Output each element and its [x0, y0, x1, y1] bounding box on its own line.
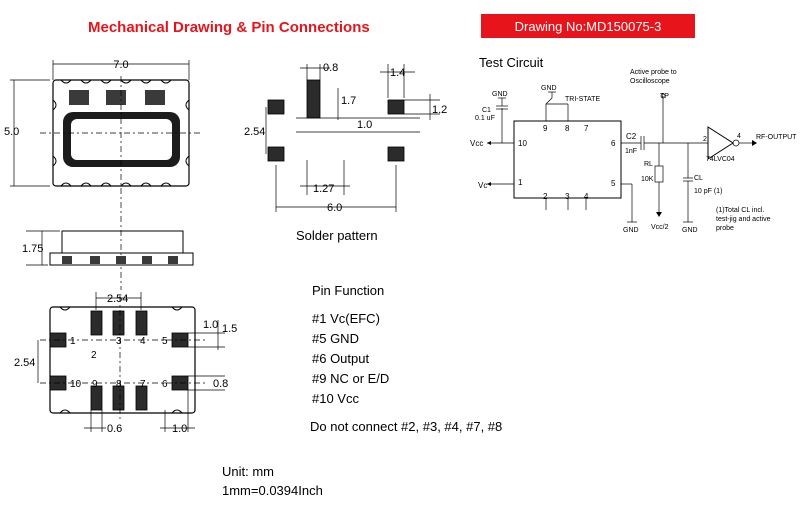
tc-buf-in: 2 [703, 136, 707, 143]
bottom-dim-1: 1.0 [203, 319, 218, 331]
tc-pin2: 2 [543, 192, 548, 201]
solder-right-height: 1.2 [432, 104, 447, 116]
tc-cl: CL [694, 175, 703, 182]
tc-probe-note-2: Oscilloscope [630, 78, 670, 85]
tc-probe-note: Active probe to [630, 69, 677, 76]
pin-function-item: #9 NC or E/D [312, 371, 389, 386]
bottom-pin-6: 6 [162, 379, 168, 390]
tc-c1-val: 0.1 uF [475, 115, 495, 122]
bottom-pin-5: 5 [162, 336, 168, 347]
tc-c1: C1 [482, 107, 491, 114]
bottom-pin-3: 3 [116, 336, 122, 347]
pin-function-item: #1 Vc(EFC) [312, 311, 380, 326]
solder-right-width: 1.4 [390, 67, 405, 79]
tc-rl-val: 10K [641, 176, 654, 183]
top-height-dim: 5.0 [4, 126, 19, 138]
page-title: Mechanical Drawing & Pin Connections [88, 19, 370, 36]
tc-gnd-pin5: GND [623, 227, 639, 234]
bottom-pin-7: 7 [140, 379, 146, 390]
bottom-pin-9: 9 [92, 379, 98, 390]
solder-pitch-x: 1.27 [313, 183, 334, 195]
units-label: Unit: mm [222, 464, 274, 479]
pin-function-item: #10 Vcc [312, 391, 359, 406]
tc-footnote-2: test-jig and active [716, 216, 771, 223]
tc-gnd-c1: GND [492, 91, 508, 98]
tc-gnd-cl: GND [682, 227, 698, 234]
bottom-pin-8: 8 [116, 379, 122, 390]
tc-pin4: 4 [584, 192, 589, 201]
bottom-dim-3: 0.8 [213, 378, 228, 390]
drawing-number-box [481, 14, 695, 38]
side-view: 1.75 [22, 230, 194, 266]
solder-pattern: 0.8 1.7 1.0 2.54 1.27 6.0 1.4 1.2 Solder… [244, 62, 447, 243]
bottom-dim-4: 0.6 [107, 423, 122, 435]
tc-tri-state: TRI-STATE [565, 96, 600, 103]
tc-footnote-1: (1)Total CL incl. [716, 207, 764, 214]
tc-vc: Vc [478, 181, 487, 190]
bottom-view: 1 2 3 4 5 6 7 8 9 10 2.54 2.54 1.0 1.5 0… [14, 292, 237, 435]
tc-c2-val: 1nF [625, 148, 637, 155]
tc-rl: RL [644, 161, 653, 168]
top-width-dim: 7.0 [113, 59, 128, 71]
bottom-pin-10: 10 [70, 379, 82, 390]
tc-pin5: 5 [611, 179, 616, 188]
bottom-dim-5: 1.0 [172, 423, 187, 435]
tc-vcc: Vcc [470, 139, 483, 148]
solder-span: 6.0 [327, 202, 342, 214]
bottom-pin-1: 1 [70, 336, 76, 347]
test-circuit-title: Test Circuit [479, 55, 544, 70]
tc-gnd-switch: GND [541, 85, 557, 92]
bottom-pin-4: 4 [140, 336, 146, 347]
pin-function-item: #6 Output [312, 351, 369, 366]
tc-vcc-half: Vcc/2 [651, 224, 669, 231]
pin-function-item: #5 GND [312, 331, 359, 346]
pin-function: Pin Function #1 Vc(EFC) #5 GND #6 Output… [310, 283, 502, 434]
tc-cl-val: 10 pF (1) [694, 188, 722, 195]
tc-pin3: 3 [565, 192, 570, 201]
bottom-dim-2: 1.5 [222, 323, 237, 335]
tc-c2: C2 [626, 132, 637, 141]
tc-rf-output: RF-OUTPUT [756, 134, 797, 141]
tc-pin1: 1 [518, 178, 523, 187]
tc-buf-out: 4 [737, 133, 741, 140]
tc-pin6: 6 [611, 139, 616, 148]
side-height-dim: 1.75 [22, 243, 43, 255]
solder-pitch-y: 2.54 [244, 126, 265, 138]
pin-function-title: Pin Function [312, 283, 384, 298]
top-view: 7.0 5.0 [4, 59, 200, 290]
tc-tp: TP [660, 93, 669, 100]
test-circuit: Test Circuit 10 1 9 8 7 6 5 2 3 4 Vcc GN… [470, 55, 797, 234]
solder-pad-width: 0.8 [323, 62, 338, 74]
bottom-pitch-top: 2.54 [107, 293, 128, 305]
units-conversion: 1mm=0.0394Inch [222, 483, 323, 498]
tc-pin9: 9 [543, 124, 548, 133]
tc-pin8: 8 [565, 124, 570, 133]
drawing-number: Drawing No:MD150075-3 [515, 19, 662, 34]
bottom-pin-2: 2 [91, 350, 97, 361]
pin-function-note: Do not connect #2, #3, #4, #7, #8 [310, 419, 502, 434]
tc-pin7: 7 [584, 124, 589, 133]
solder-pad-spacing: 1.7 [341, 95, 356, 107]
tc-buf-name: 74LVC04 [706, 156, 735, 163]
bottom-pitch-left: 2.54 [14, 357, 35, 369]
solder-pattern-caption: Solder pattern [296, 228, 378, 243]
tc-pin10: 10 [518, 139, 527, 148]
tc-footnote-3: probe [716, 225, 734, 232]
solder-pad-gap: 1.0 [357, 119, 372, 131]
